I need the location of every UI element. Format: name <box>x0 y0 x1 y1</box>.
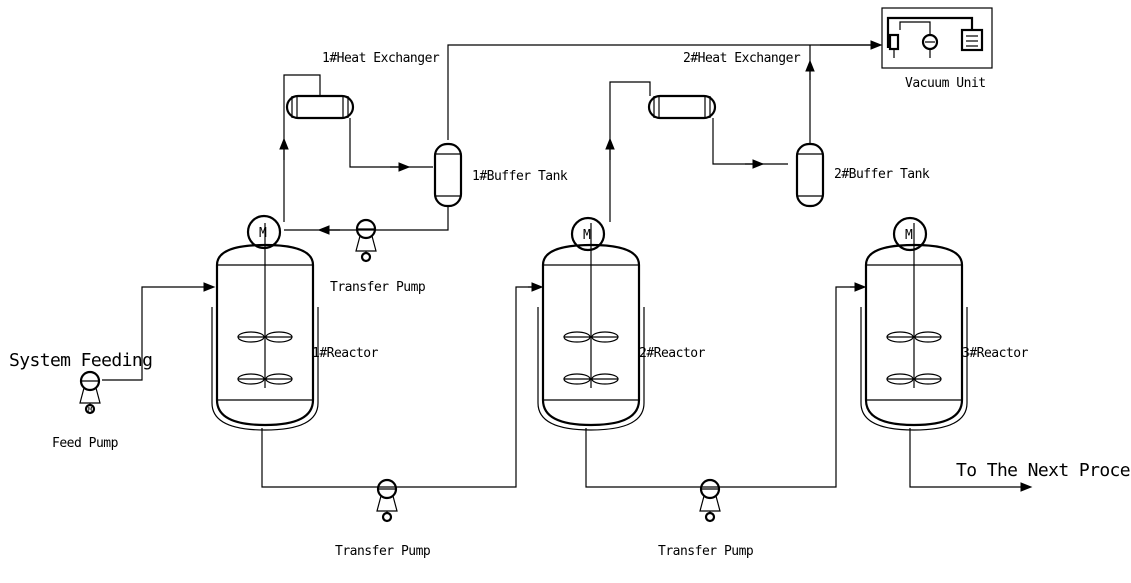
transfer-pump-top-label: Transfer Pump <box>330 280 426 295</box>
reactor-1-label: 1#Reactor <box>312 346 379 361</box>
vacuum-unit-label: Vacuum Unit <box>905 76 986 91</box>
transfer-pump-bottom-2-label: Transfer Pump <box>658 544 754 559</box>
reactor-2-label: 2#Reactor <box>639 346 706 361</box>
transfer-pump-bottom-1 <box>375 478 399 523</box>
transfer-pump-bottom-1-label: Transfer Pump <box>335 544 431 559</box>
reactor-3-motor <box>892 216 928 252</box>
reactor-1 <box>210 221 320 432</box>
reactor-3 <box>859 221 969 432</box>
vacuum-unit <box>881 7 993 69</box>
feed-pump-label: Feed Pump <box>52 436 119 451</box>
feed-pump-motor-label: M <box>88 406 92 414</box>
buffer-tank-2 <box>795 142 825 208</box>
buffer-tank-2-label: 2#Buffer Tank <box>834 167 930 182</box>
transfer-pump-top <box>354 218 378 263</box>
reactor-3-motor-label: M <box>905 228 913 243</box>
reactor-2-motor <box>570 216 606 252</box>
next-process-label: To The Next Process <box>956 460 1131 481</box>
piping <box>102 40 1033 492</box>
reactor-2 <box>536 221 646 432</box>
transfer-pump-bottom-2 <box>698 478 722 523</box>
reactor-1-motor <box>246 214 282 250</box>
buffer-tank-1-label: 1#Buffer Tank <box>472 169 568 184</box>
heat-exchanger-1 <box>285 94 355 120</box>
heat-exchanger-1-label: 1#Heat Exchanger <box>322 51 440 66</box>
reactor-2-motor-label: M <box>583 228 591 243</box>
system-feeding-label: System Feeding <box>9 350 152 371</box>
buffer-tank-1 <box>433 142 463 208</box>
heat-exchanger-2 <box>647 94 717 120</box>
reactor-3-label: 3#Reactor <box>962 346 1029 361</box>
reactor-1-motor-label: M <box>259 226 267 241</box>
heat-exchanger-2-label: 2#Heat Exchanger <box>683 51 801 66</box>
